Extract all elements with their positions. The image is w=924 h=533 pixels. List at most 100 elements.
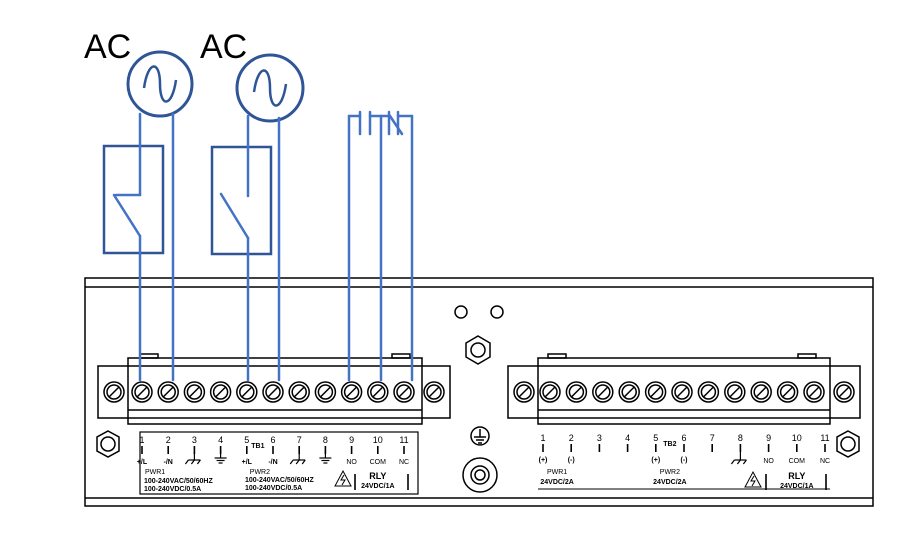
- tb1-signal-11: NC: [399, 459, 409, 466]
- tb1-signal-5: +/L: [242, 459, 253, 466]
- ac-source-1: [126, 50, 194, 118]
- tb2-rly-label: RLY: [788, 471, 805, 481]
- tb1-chassis-ground-3-icon: [184, 452, 201, 465]
- tb1-chassis-ground-7-icon: [289, 452, 306, 465]
- tb1-terminal-6-number: 6: [270, 435, 275, 445]
- tb1-terminal-5-screw: [236, 381, 258, 403]
- tb1-earth-ground-4-icon: [214, 450, 227, 464]
- tb2-terminal-6-number: 6: [681, 433, 686, 443]
- switch-box-2: [210, 145, 273, 256]
- tb1-terminal-5-number: 5: [244, 435, 249, 445]
- tb1-signal-6: -/N: [268, 459, 277, 466]
- tb2-terminal-5-screw: [644, 381, 667, 403]
- tb2-terminal-5-number: 5: [653, 433, 658, 443]
- tb2-screws: [513, 381, 855, 403]
- tb1-pwr1-ac-rating: 100-240VAC/50/60HZ: [144, 478, 213, 485]
- tb2-terminal-11-number: 11: [820, 433, 829, 443]
- tb1-signal-10: COM: [370, 459, 387, 466]
- wires: [112, 110, 414, 382]
- tb1-terminal-9-screw: [340, 381, 363, 403]
- tb2-terminal-7-number: 7: [710, 433, 715, 443]
- tb2-terminal-3-number: 3: [597, 433, 602, 443]
- tb2-pwr1-rating: 24VDC/2A: [540, 479, 573, 486]
- tb1-terminal-3-screw: [183, 381, 206, 403]
- tb1-terminal-1-screw: [131, 381, 153, 403]
- tb2-relay-warning-icon: [744, 470, 762, 488]
- tb2-rly-rating: 24VDC/1A: [780, 483, 813, 490]
- tb1-terminal-6-screw: [262, 381, 284, 403]
- tb1-end-screw-right: [423, 381, 445, 403]
- tb1-terminal-2-number: 2: [166, 435, 171, 445]
- tb1-terminal-2-screw: [157, 381, 179, 403]
- tb2-terminal-7-screw: [697, 381, 720, 403]
- hole-left: [454, 305, 468, 319]
- tb2-terminal-2-number: 2: [569, 433, 574, 443]
- ac-source-2-label: AC: [200, 28, 248, 66]
- tb1-pwr1-dc-rating: 100-240VDC/0.5A: [144, 486, 201, 493]
- tb2-name: TB2: [663, 441, 676, 448]
- tb2-pwr2-rating: 24VDC/2A: [653, 479, 686, 486]
- tb2-signal-1: (+): [539, 457, 548, 464]
- tb1-signal-2: -/N: [164, 459, 173, 466]
- tb2-terminal-4-screw: [618, 381, 640, 403]
- tb1-rly-rating: 24VDC/1A: [361, 483, 394, 490]
- tb1-terminal-11-number: 11: [399, 435, 408, 445]
- tb2-terminal-9-screw: [750, 381, 772, 403]
- tb2-terminal-10-screw: [776, 381, 799, 403]
- switch-box-1: [102, 144, 165, 255]
- tb1-earth-ground-8-icon: [319, 450, 332, 464]
- tb2-pwr1-label: PWR1: [547, 469, 567, 476]
- tb2-signal-6: (-): [681, 457, 688, 464]
- tb2-terminal-1-number: 1: [540, 433, 545, 443]
- hole-right: [490, 305, 504, 319]
- tb1-pwr2-dc-rating: 100-240VDC/0.5A: [245, 485, 302, 492]
- tb2-end-screw-right: [833, 381, 855, 403]
- tb1-pwr2-ac-rating: 100-240VAC/50/60HZ: [245, 477, 314, 484]
- tb1-relay-warning-icon: [334, 469, 352, 487]
- tb2-signal-2: (-): [568, 457, 575, 464]
- tb1-pwr1-label: PWR1: [145, 469, 165, 476]
- tb2-terminal-6-screw: [671, 381, 693, 403]
- tb2-terminal-2-screw: [565, 381, 588, 403]
- tb2-terminal-8-screw: [724, 381, 746, 403]
- tb1-terminal-1-number: 1: [139, 435, 144, 445]
- tb1-terminal-7-number: 7: [297, 435, 302, 445]
- tb1-terminal-9-number: 9: [349, 435, 354, 445]
- center-hex-nut: [465, 335, 491, 365]
- tb1-name: TB1: [251, 443, 264, 450]
- tb1-terminal-8-screw: [314, 381, 337, 403]
- device-body: [84, 277, 874, 507]
- tb1-signal-1: +/L: [137, 459, 148, 466]
- tb1-label-panel: [139, 431, 419, 495]
- tb2-signal-11: NC: [820, 458, 830, 465]
- tb1-pwr2-label: PWR2: [250, 469, 270, 476]
- tb2-signal-10: COM: [789, 458, 806, 465]
- ground-screw: [462, 426, 498, 493]
- tb1-terminal-10-screw: [367, 381, 389, 403]
- tb2-terminal-9-number: 9: [766, 433, 771, 443]
- tb1-terminal-4-screw: [209, 381, 232, 403]
- tb1-terminal-10-number: 10: [373, 435, 383, 445]
- tb2-terminal-3-screw: [592, 381, 614, 403]
- tb2-chassis-ground-8-icon: [730, 452, 747, 465]
- left-mount-hex: [96, 430, 120, 458]
- tb2-terminal-8-number: 8: [738, 433, 743, 443]
- tb2-signal-9: NO: [763, 458, 774, 465]
- tb1-terminal-4-number: 4: [218, 435, 223, 445]
- tb1-rly-label: RLY: [369, 471, 386, 481]
- tb2-pwr2-label: PWR2: [660, 469, 680, 476]
- tb2-terminal-1-screw: [539, 381, 561, 403]
- tb1-terminal-7-screw: [288, 381, 310, 403]
- tb2-end-screw-left: [513, 381, 535, 403]
- ac-source-1-label: AC: [84, 28, 132, 66]
- tb1-screws: [103, 381, 445, 403]
- tb2-terminal-block: [507, 353, 861, 425]
- tb2-signal-5: (+): [651, 457, 660, 464]
- right-mount-hex: [836, 430, 860, 458]
- tb1-signal-9: NO: [346, 459, 357, 466]
- tb2-terminal-11-screw: [803, 381, 825, 403]
